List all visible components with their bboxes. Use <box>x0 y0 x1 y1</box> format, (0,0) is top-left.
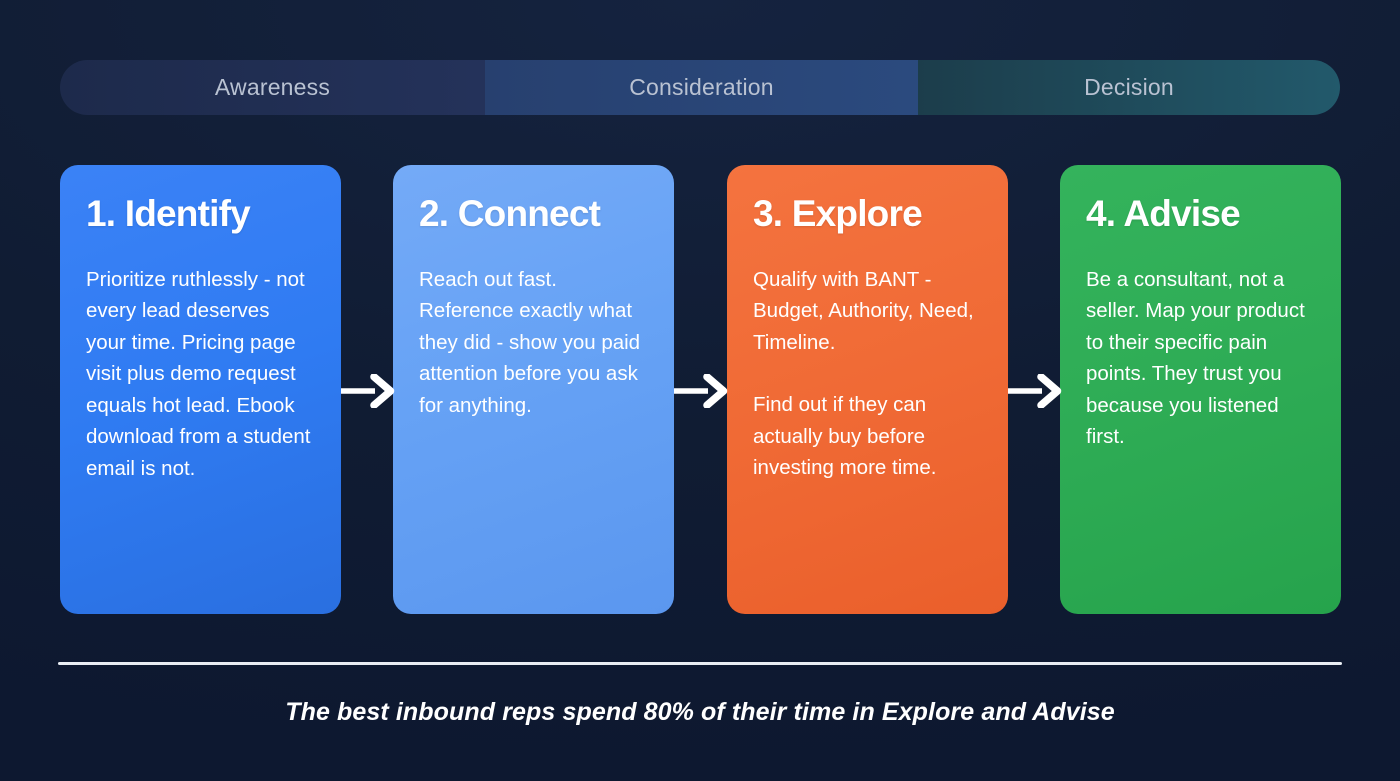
step-card-title: 4. Advise <box>1086 193 1241 234</box>
arrow-right-icon <box>1008 374 1062 408</box>
stage-segment-consideration[interactable]: Consideration <box>485 60 918 115</box>
step-card-title: 2. Connect <box>419 193 601 234</box>
step-card-explore[interactable]: 3. Explore Qualify with BANT - Budget, A… <box>727 165 1008 614</box>
stage-label-awareness: Awareness <box>214 74 331 100</box>
step-card-title: 3. Explore <box>753 193 923 234</box>
arrow-right-icon <box>341 374 395 408</box>
funnel-stage-bar: Awareness Consideration Decision <box>60 60 1340 115</box>
step-card-connect[interactable]: 2. Connect Reach out fast. Reference exa… <box>393 165 674 614</box>
step-card-body-secondary: Find out if they can actually buy before… <box>753 393 937 480</box>
arrow-right-icon <box>674 374 728 408</box>
stage-segment-decision[interactable]: Decision <box>918 60 1340 115</box>
step-card-identify[interactable]: 1. Identify Prioritize ruthlessly - not … <box>60 165 341 614</box>
step-card-body: Reach out fast. Reference exactly what t… <box>419 267 641 417</box>
step-card-advise[interactable]: 4. Advise Be a consultant, not a seller.… <box>1060 165 1341 614</box>
stage-label-decision: Decision <box>1084 74 1174 100</box>
step-card-body: Be a consultant, not a seller. Map your … <box>1086 267 1305 449</box>
step-card-body: Prioritize ruthlessly - not every lead d… <box>86 267 311 480</box>
footer-divider <box>58 662 1342 665</box>
stage-segment-awareness[interactable]: Awareness <box>60 60 485 115</box>
footer-caption: The best inbound reps spend 80% of their… <box>285 698 1115 726</box>
step-card-body: Qualify with BANT - Budget, Authority, N… <box>753 267 974 354</box>
stage-label-consideration: Consideration <box>629 74 774 100</box>
step-card-title: 1. Identify <box>86 193 251 234</box>
